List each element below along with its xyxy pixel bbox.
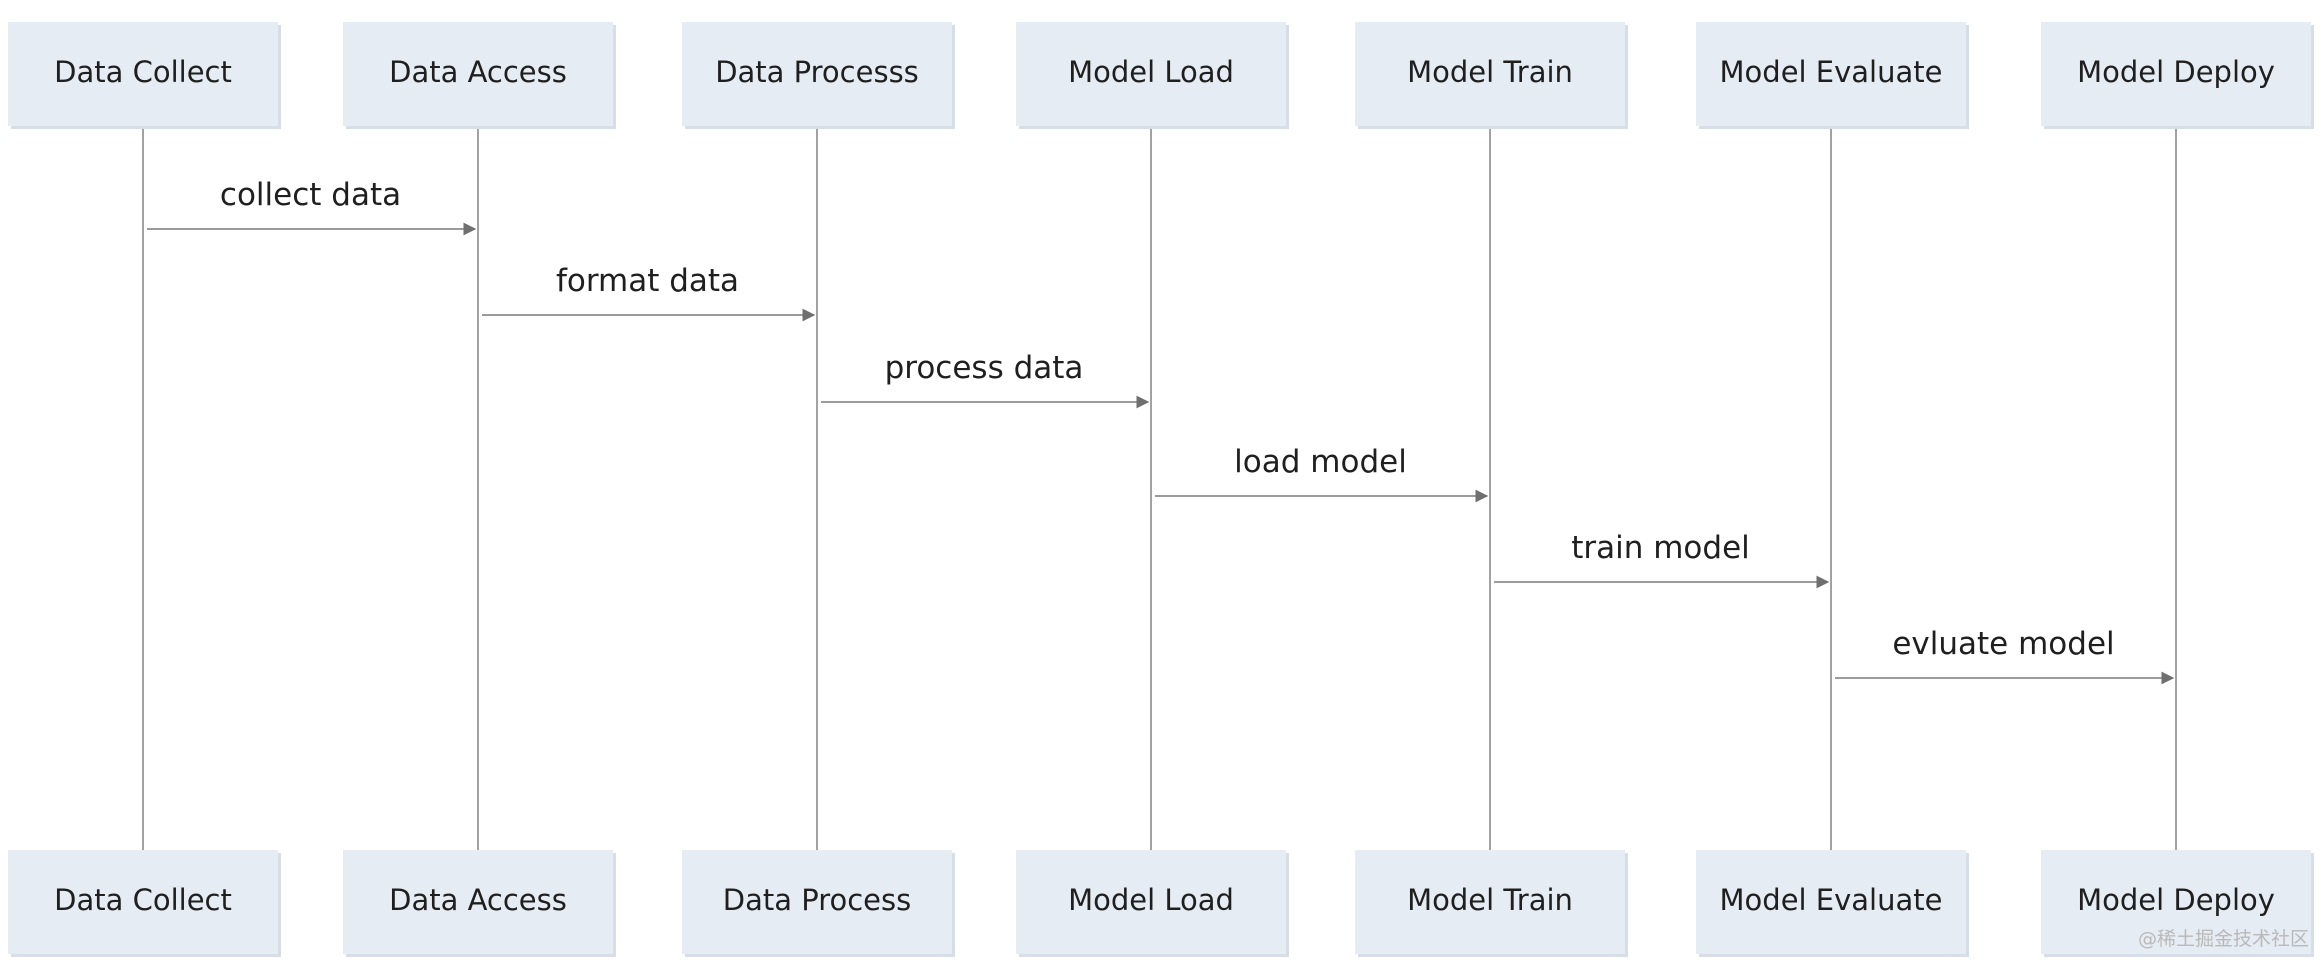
actor-label: Model Train: [1407, 55, 1573, 89]
actor-box: [1355, 850, 1625, 954]
actor-data-processs-top: Data Processs: [682, 22, 955, 129]
actor-box: [682, 850, 952, 954]
message-label: format data: [556, 263, 739, 299]
actor-label: Model Evaluate: [1720, 883, 1943, 917]
actor-box: [2041, 22, 2311, 126]
actor-label: Model Deploy: [2077, 55, 2275, 89]
actor-label: Model Load: [1068, 883, 1234, 917]
actor-model-load-bottom: Model Load: [1016, 850, 1289, 957]
message-collect-data: collect data: [147, 177, 477, 236]
message-label: process data: [885, 350, 1084, 386]
message-process-data: process data: [821, 350, 1150, 409]
actor-label: Data Collect: [54, 883, 232, 917]
actor-box: [8, 850, 278, 954]
actor-model-load-top: Model Load: [1016, 22, 1289, 129]
actor-box: [343, 850, 613, 954]
actor-label: Model Evaluate: [1720, 55, 1943, 89]
message-label: train model: [1571, 530, 1750, 566]
actor-model-train-bottom: Model Train: [1355, 850, 1628, 957]
actor-model-evaluate-bottom: Model Evaluate: [1696, 850, 1969, 957]
actor-label: Data Access: [389, 883, 567, 917]
actor-label: Model Deploy: [2077, 883, 2275, 917]
lifelines: [142, 126, 2177, 850]
actor-box: [2041, 850, 2311, 954]
actor-data-collect-bottom: Data Collect: [8, 850, 281, 957]
actor-box: [1696, 850, 1966, 954]
actors-top-row: Data Collect Data Access Data Processs Mode…: [8, 22, 2314, 129]
message-train-model: train model: [1494, 530, 1830, 589]
actor-label: Model Train: [1407, 883, 1573, 917]
message-label: collect data: [220, 177, 401, 213]
actors-bottom-row: Data Collect Data Access Data Process Model…: [8, 850, 2314, 957]
watermark: @稀土掘金技术社区: [2137, 928, 2309, 950]
messages: collect data format data process data load …: [147, 177, 2175, 685]
actor-data-access-bottom: Data Access: [343, 850, 616, 957]
actor-model-deploy-bottom: Model Deploy: [2041, 850, 2314, 957]
actor-box: [8, 22, 278, 126]
actor-label: Data Process: [723, 883, 911, 917]
actor-data-access-top: Data Access: [343, 22, 616, 129]
actor-data-collect-top: Data Collect: [8, 22, 281, 129]
message-format-data: format data: [482, 263, 816, 322]
actor-data-process-bottom: Data Process: [682, 850, 955, 957]
actor-label: Data Access: [389, 55, 567, 89]
message-label: evluate model: [1892, 626, 2114, 662]
actor-box: [343, 22, 613, 126]
message-load-model: load model: [1155, 444, 1489, 503]
actor-box: [1016, 850, 1286, 954]
actor-model-train-top: Model Train: [1355, 22, 1628, 129]
actor-model-deploy-top: Model Deploy: [2041, 22, 2314, 129]
actor-model-evaluate-top: Model Evaluate: [1696, 22, 1969, 129]
actor-box: [1355, 22, 1625, 126]
actor-box: [1016, 22, 1286, 126]
actor-box: [1696, 22, 1966, 126]
actor-label: Model Load: [1068, 55, 1234, 89]
message-evluate-model: evluate model: [1835, 626, 2175, 685]
message-label: load model: [1234, 444, 1407, 480]
actor-box: [682, 22, 952, 126]
actor-label: Data Collect: [54, 55, 232, 89]
actor-label: Data Processs: [715, 55, 919, 89]
